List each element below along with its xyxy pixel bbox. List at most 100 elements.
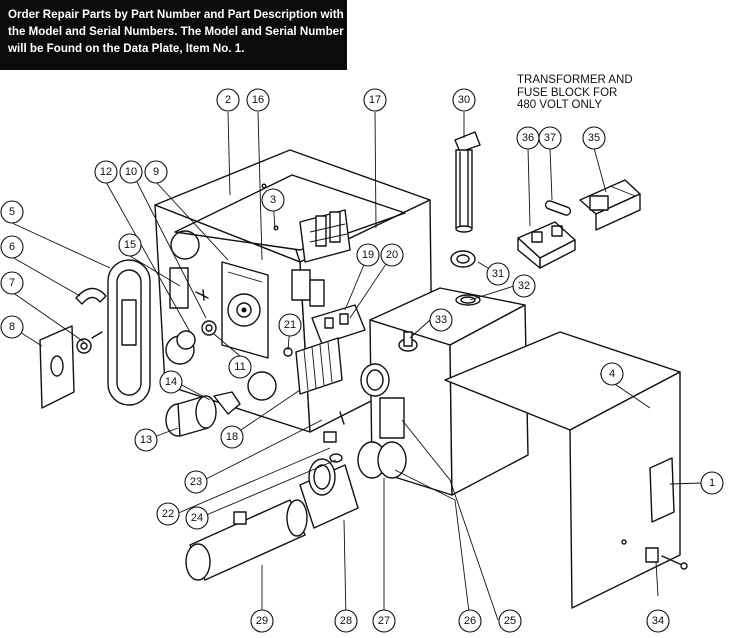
callout-label: 13 (140, 434, 152, 446)
callout-label: 22 (162, 508, 174, 520)
callout-label: 19 (362, 249, 374, 261)
callout-11: 11 (228, 355, 252, 379)
callout-3: 3 (261, 188, 285, 212)
relief-valve-icon (398, 331, 418, 352)
callout-label: 2 (225, 94, 231, 106)
thermostat-knob-icon (176, 289, 293, 357)
callout-5: 5 (0, 200, 24, 224)
notice-line-2: the Model and Serial Numbers. The Model … (8, 25, 344, 38)
callout-15: 15 (118, 233, 142, 257)
callout-21: 21 (278, 313, 302, 337)
callout-label: 31 (492, 268, 504, 280)
notice-line-3: will be Found on the Data Plate, Item No… (8, 42, 245, 55)
callout-33: 33 (429, 308, 453, 332)
callout-label: 17 (369, 94, 381, 106)
callout-label: 7 (9, 277, 15, 289)
callout-6: 6 (0, 235, 24, 259)
callout-16: 16 (246, 88, 270, 112)
callout-label: 16 (252, 94, 264, 106)
callout-20: 20 (380, 243, 404, 267)
callout-label: 8 (9, 321, 15, 333)
grommet-icon (75, 287, 107, 354)
callout-label: 27 (378, 615, 390, 627)
callout-2: 2 (216, 88, 240, 112)
callout-label: 1 (709, 477, 715, 489)
callout-13: 13 (134, 428, 158, 452)
small-fittings-icon (323, 411, 345, 463)
transformer-kit-note: TRANSFORMER AND FUSE BLOCK FOR 480 VOLT … (517, 74, 687, 112)
callout-label: 10 (125, 166, 137, 178)
callout-18: 18 (220, 425, 244, 449)
callout-label: 24 (191, 512, 203, 524)
callout-36: 36 (516, 126, 540, 150)
callout-7: 7 (0, 271, 24, 295)
mounting-screw-icon (645, 547, 688, 570)
heat-sink-icon (295, 337, 343, 395)
kit-note-line-1: TRANSFORMER AND (517, 74, 633, 86)
callout-27: 27 (372, 609, 396, 633)
callout-label: 9 (153, 166, 159, 178)
callout-31: 31 (486, 262, 510, 286)
sight-glass-icon (39, 325, 75, 409)
callout-label: 25 (504, 615, 516, 627)
callout-label: 12 (100, 166, 112, 178)
callout-30: 30 (452, 88, 476, 112)
callout-label: 23 (190, 476, 202, 488)
callout-label: 37 (544, 132, 556, 144)
callout-label: 4 (609, 368, 615, 380)
conduit-fitting-icon (165, 391, 241, 437)
callout-label: 5 (9, 206, 15, 218)
contactor-icon (299, 209, 351, 263)
callout-8: 8 (0, 315, 24, 339)
callout-35: 35 (582, 126, 606, 150)
callout-25: 25 (498, 609, 522, 633)
callout-9: 9 (144, 160, 168, 184)
callout-label: 29 (256, 615, 268, 627)
callout-label: 26 (464, 615, 476, 627)
callout-19: 19 (356, 243, 380, 267)
callout-4: 4 (600, 362, 624, 386)
element-gasket-icon (450, 250, 476, 268)
callout-12: 12 (94, 160, 118, 184)
kit-note-line-2: FUSE BLOCK FOR (517, 86, 618, 99)
callout-26: 26 (458, 609, 482, 633)
callout-32: 32 (512, 274, 536, 298)
callout-label: 34 (652, 615, 664, 627)
callout-label: 3 (270, 194, 276, 206)
top-cover-icon (444, 331, 681, 609)
callout-label: 35 (588, 132, 600, 144)
notice-line-1: Order Repair Parts by Part Number and Pa… (8, 8, 344, 21)
fuse-icon (544, 200, 572, 216)
callout-22: 22 (156, 502, 180, 526)
callout-23: 23 (184, 470, 208, 494)
transformer-icon (579, 179, 641, 231)
callout-29: 29 (250, 609, 274, 633)
callout-label: 18 (226, 431, 238, 443)
callout-1: 1 (700, 471, 724, 495)
coupling-icon (299, 458, 359, 529)
callout-label: 33 (435, 314, 447, 326)
callout-label: 36 (522, 132, 534, 144)
gasket-oval-icon (107, 259, 151, 406)
callout-label: 15 (124, 239, 136, 251)
callout-label: 28 (340, 615, 352, 627)
callout-24: 24 (185, 506, 209, 530)
callout-label: 14 (165, 376, 177, 388)
callout-label: 11 (234, 361, 245, 373)
callout-label: 32 (518, 280, 530, 292)
callout-28: 28 (334, 609, 358, 633)
callout-label: 21 (284, 319, 296, 331)
callout-34: 34 (646, 609, 670, 633)
callout-label: 6 (9, 241, 15, 253)
fuse-block-icon (517, 221, 576, 269)
callout-37: 37 (538, 126, 562, 150)
callout-14: 14 (159, 370, 183, 394)
kit-note-line-3: 480 VOLT ONLY (517, 99, 603, 111)
callout-label: 30 (458, 94, 470, 106)
callout-10: 10 (119, 160, 143, 184)
front-panel-icon (221, 261, 269, 359)
callout-17: 17 (363, 88, 387, 112)
pipe-nipple-icon (185, 499, 308, 581)
order-instructions-box: Order Repair Parts by Part Number and Pa… (0, 0, 347, 70)
